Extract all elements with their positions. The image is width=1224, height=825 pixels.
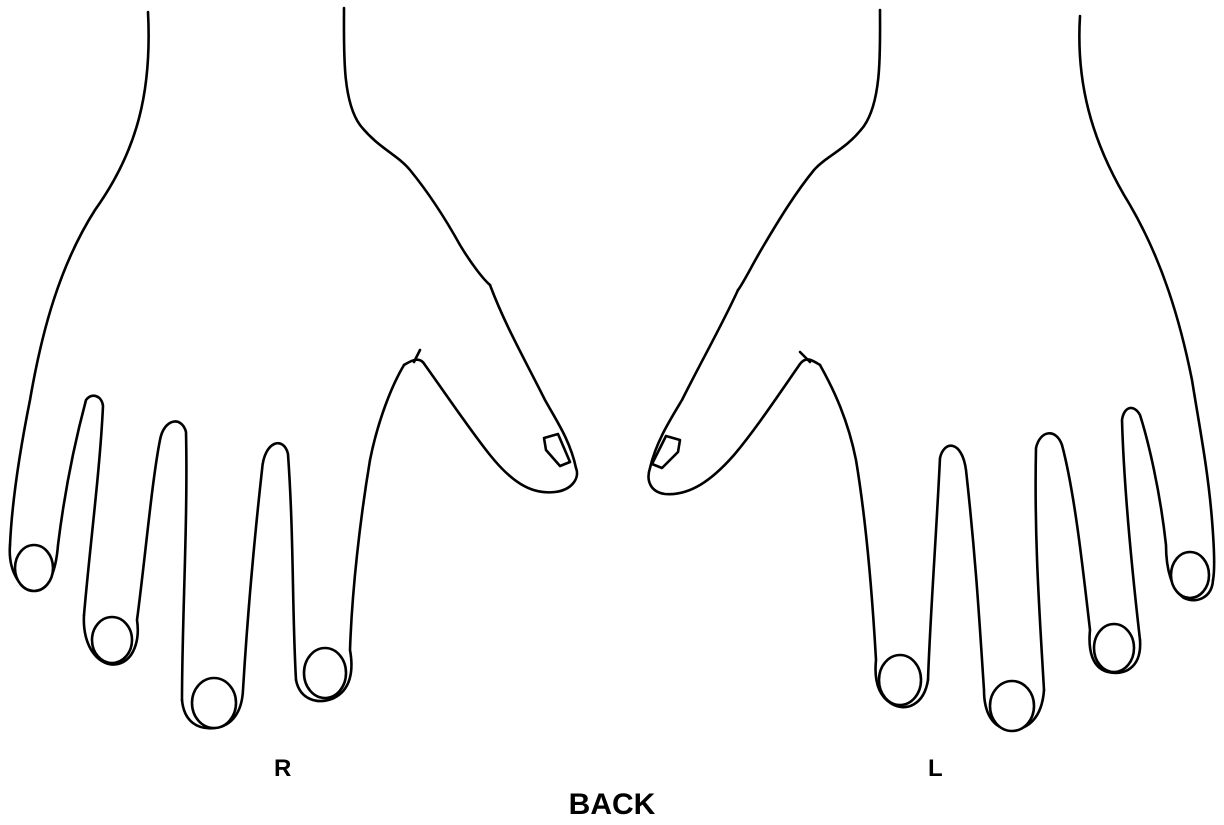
- right-thumb: [404, 285, 577, 492]
- left-pinky-nail: [1171, 552, 1209, 598]
- right-hand: [10, 8, 577, 728]
- right-hand-inner-edge: [344, 8, 490, 285]
- right-hand-outer-edge: [10, 12, 149, 545]
- left-hand-label: L: [928, 757, 943, 781]
- view-label: BACK: [0, 790, 1224, 820]
- right-hand-label: R: [274, 757, 291, 781]
- right-index-finger: [296, 365, 404, 701]
- right-ring-nail: [92, 617, 132, 663]
- left-ring-nail: [1094, 624, 1134, 672]
- left-pinky-finger: [1122, 408, 1213, 640]
- left-hand-outer-edge: [1079, 16, 1214, 580]
- left-thumb: [649, 290, 820, 494]
- left-hand-inner-edge: [738, 10, 880, 290]
- left-index-finger: [820, 365, 928, 707]
- left-middle-nail: [990, 681, 1034, 731]
- right-index-nail: [304, 648, 346, 698]
- right-middle-nail: [192, 678, 236, 728]
- left-index-nail: [879, 655, 921, 705]
- right-pinky-nail: [15, 545, 53, 591]
- left-hand: [649, 10, 1215, 731]
- left-thumbnail: [652, 436, 680, 468]
